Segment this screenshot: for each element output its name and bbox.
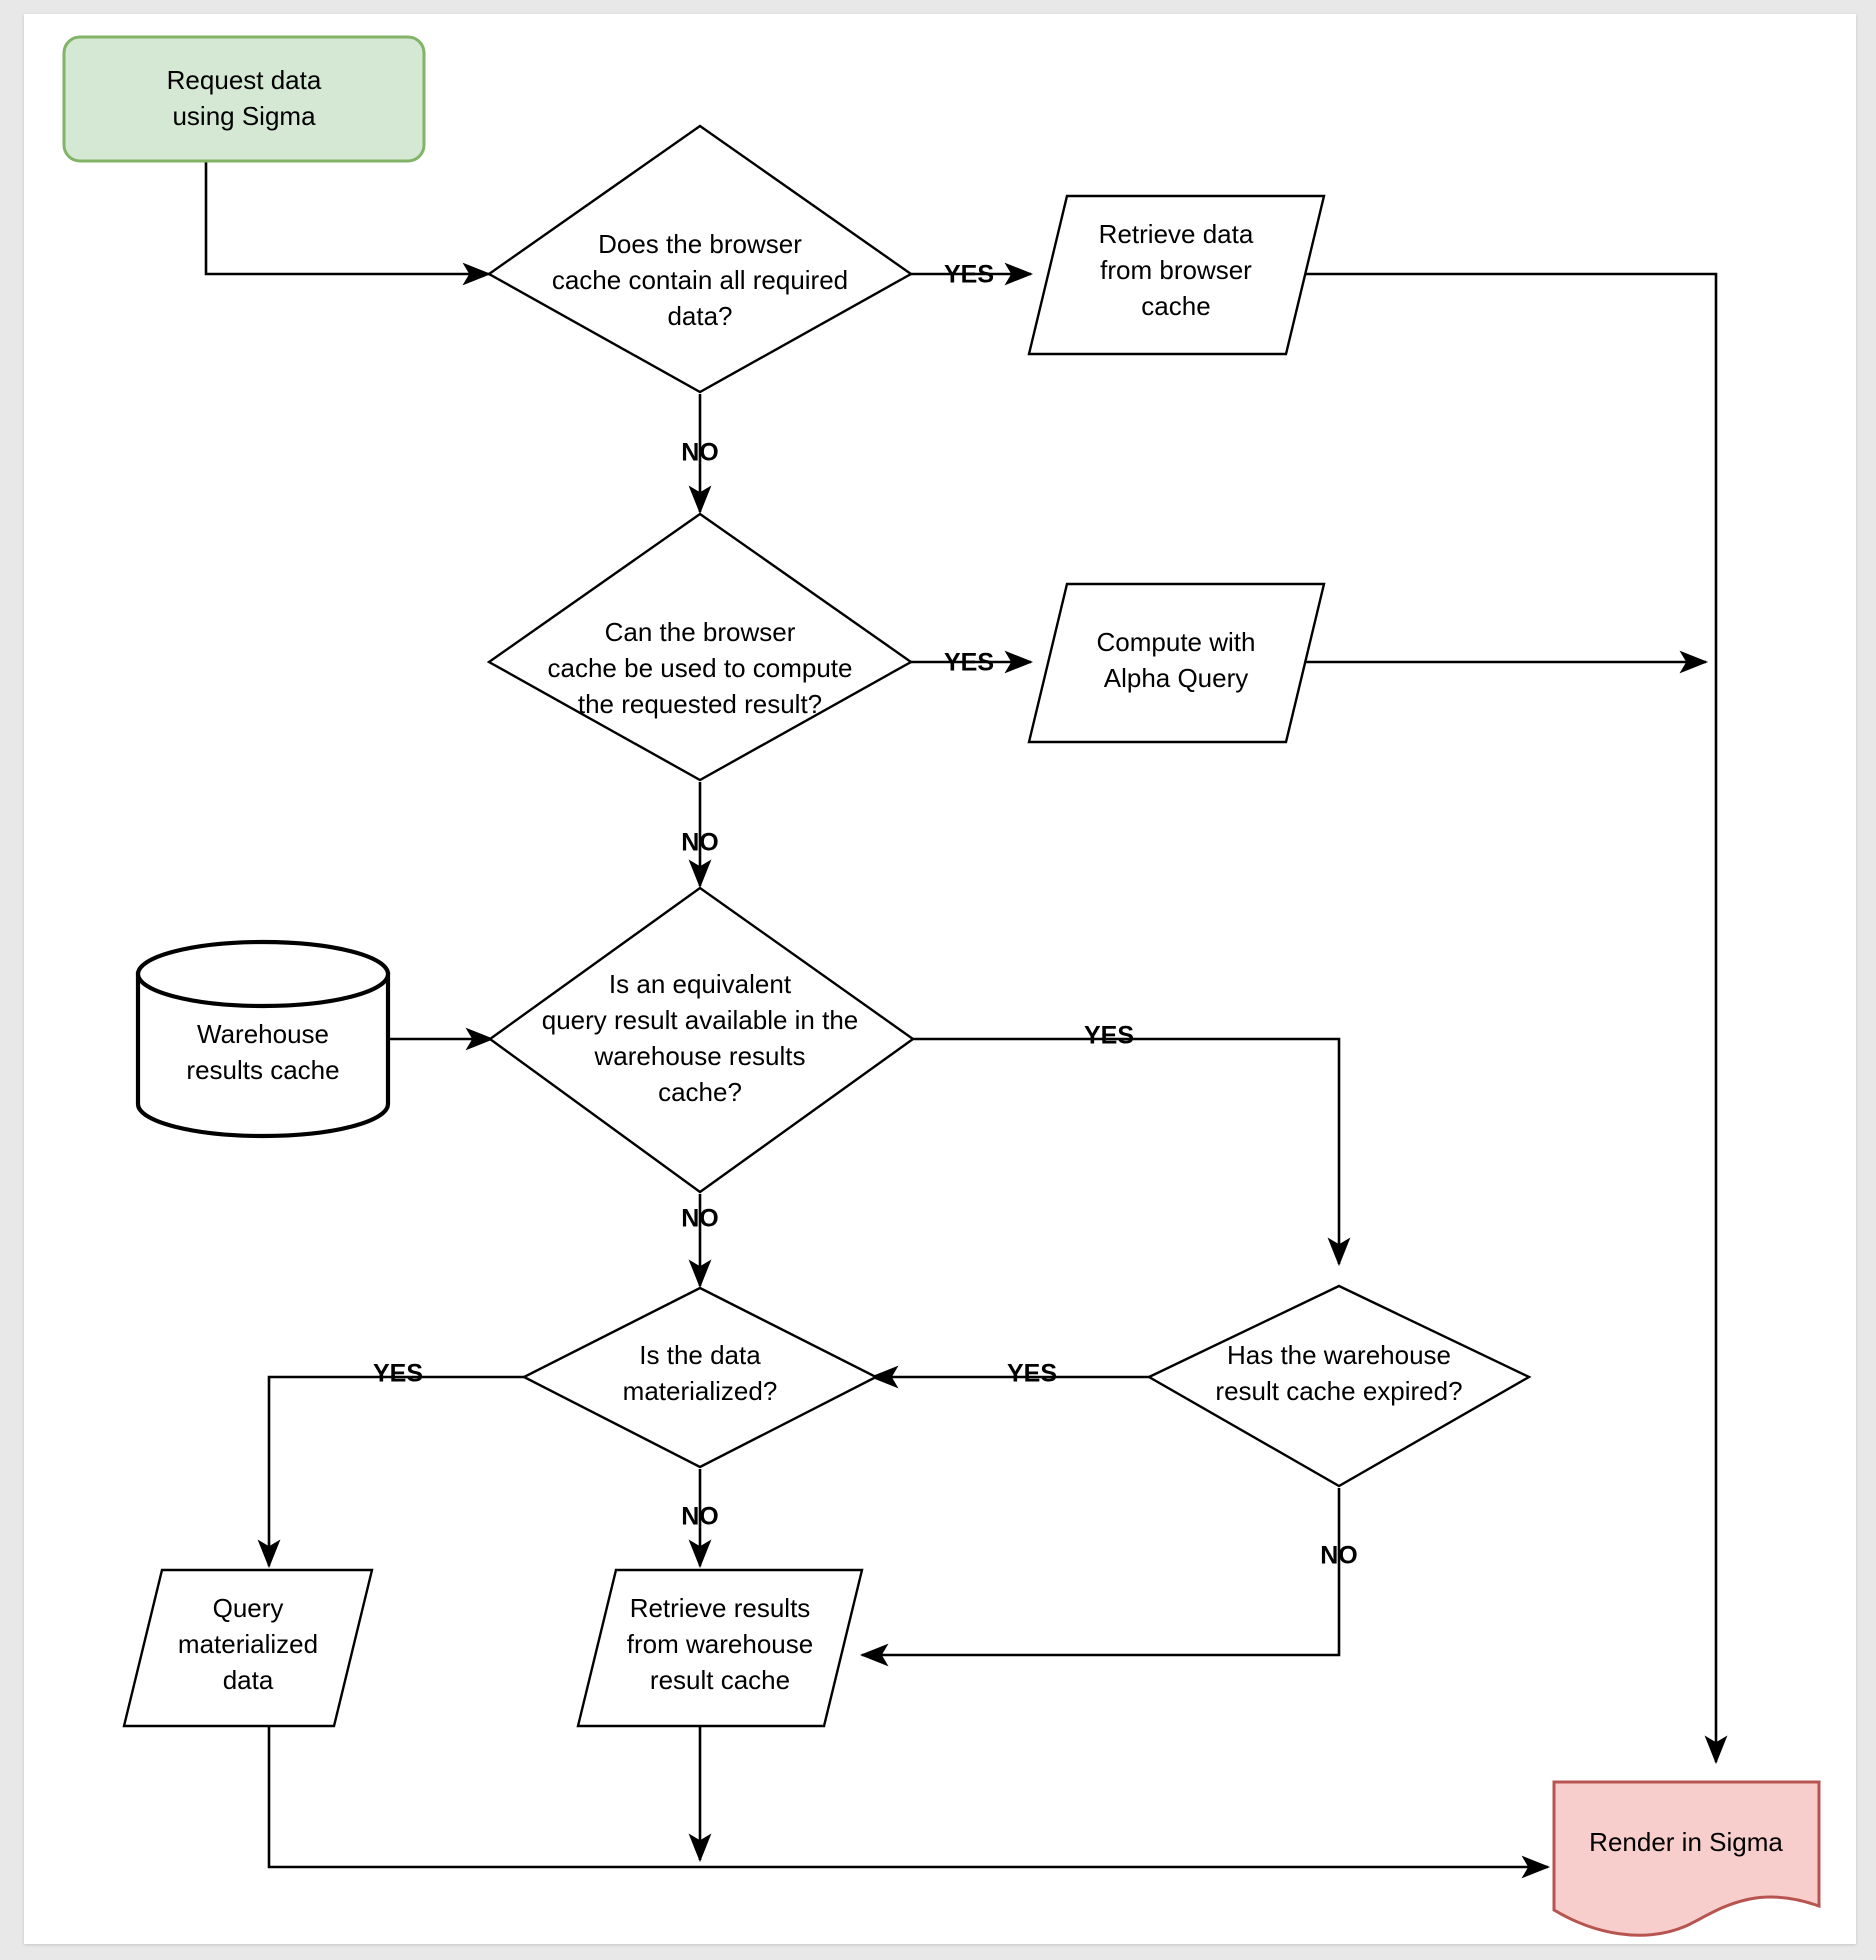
- node-start[interactable]: Request data using Sigma: [62, 35, 426, 163]
- node-p4-line-1: from warehouse: [627, 1629, 813, 1659]
- node-p3-line-2: data: [223, 1665, 274, 1695]
- edge-d1-no-to-d2: NO: [681, 394, 719, 515]
- edge-label-d5-no: NO: [1320, 1542, 1358, 1570]
- node-retrieve-from-browser-cache[interactable]: Retrieve data from browser cache: [1027, 194, 1326, 356]
- edge-d2-no-to-d3: NO: [681, 782, 719, 889]
- node-decision-browser-cache-contains[interactable]: Does the browser cache contain all requi…: [486, 124, 914, 394]
- node-render-in-sigma[interactable]: Render in Sigma: [1552, 1780, 1821, 1937]
- node-retrieve-from-warehouse-result-cache[interactable]: Retrieve results from warehouse result c…: [576, 1568, 864, 1728]
- edge-d1-yes-to-p1: YES: [907, 261, 1034, 289]
- node-p1-line-1: from browser: [1100, 255, 1252, 285]
- edge-label-d3-no: NO: [681, 1205, 719, 1233]
- edge-d5-yes-to-d4: YES: [869, 1360, 1178, 1389]
- node-decision-equivalent-query-result[interactable]: Is an equivalent query result available …: [487, 886, 916, 1194]
- edge-label-d4-no: NO: [681, 1503, 719, 1531]
- node-d1-line-1: cache contain all required: [552, 265, 848, 295]
- node-d1-line-2: data?: [667, 301, 732, 331]
- node-warehouse-results-cache-db[interactable]: Warehouse results cache: [135, 939, 391, 1139]
- node-compute-with-alpha-query[interactable]: Compute with Alpha Query: [1027, 582, 1326, 744]
- node-decision-cache-can-compute[interactable]: Can the browser cache be used to compute…: [486, 512, 914, 782]
- node-end-line-0: Render in Sigma: [1589, 1827, 1783, 1857]
- node-d3-line-3: cache?: [658, 1077, 742, 1107]
- node-p3-line-0: Query: [213, 1593, 284, 1623]
- node-p4-line-0: Retrieve results: [630, 1593, 811, 1623]
- node-d4-line-1: materialized?: [623, 1376, 778, 1406]
- node-p3-line-1: materialized: [178, 1629, 318, 1659]
- edge-p1-to-end: [1284, 272, 1728, 1765]
- node-start-line-0: Request data: [167, 65, 322, 95]
- node-d1-line-0: Does the browser: [598, 229, 802, 259]
- edge-label-d2-yes: YES: [944, 649, 994, 677]
- node-p1-line-0: Retrieve data: [1099, 219, 1254, 249]
- edge-d3-yes-to-d5: YES: [909, 1022, 1351, 1267]
- node-p2-line-1: Alpha Query: [1104, 663, 1249, 693]
- node-d2-line-0: Can the browser: [605, 617, 796, 647]
- edge-start-to-d1: [204, 160, 492, 286]
- node-d3-line-2: warehouse results: [594, 1041, 806, 1071]
- edge-label-d5-yes: YES: [1007, 1360, 1057, 1388]
- edge-d4-no-to-p4: NO: [681, 1469, 719, 1569]
- node-d3-line-0: Is an equivalent: [609, 969, 792, 999]
- node-start-line-1: using Sigma: [172, 101, 316, 131]
- edge-d4-yes-to-p3: YES: [257, 1360, 528, 1569]
- node-p1-line-2: cache: [1141, 291, 1210, 321]
- node-query-materialized-data[interactable]: Query materialized data: [122, 1568, 374, 1728]
- node-d2-line-2: the requested result?: [578, 689, 822, 719]
- node-p4-line-2: result cache: [650, 1665, 790, 1695]
- edge-label-d4-yes: YES: [373, 1360, 423, 1388]
- edge-label-d2-no: NO: [681, 829, 719, 857]
- edge-label-d1-no: NO: [681, 439, 719, 467]
- diagram-canvas: YES NO YES NO: [24, 14, 1856, 1944]
- node-d4-line-0: Is the data: [639, 1340, 761, 1370]
- node-d2-line-1: cache be used to compute: [548, 653, 853, 683]
- node-db-line-1: results cache: [186, 1055, 339, 1085]
- node-d5-line-0: Has the warehouse: [1227, 1340, 1451, 1370]
- node-d3-line-1: query result available in the: [542, 1005, 859, 1035]
- edge-label-d1-yes: YES: [944, 261, 994, 289]
- node-p2-line-0: Compute with: [1097, 627, 1256, 657]
- node-d5-line-1: result cache expired?: [1215, 1376, 1462, 1406]
- edge-d2-yes-to-p2: YES: [907, 649, 1034, 677]
- node-decision-warehouse-cache-expired[interactable]: Has the warehouse result cache expired?: [1146, 1284, 1532, 1488]
- edge-d3-no-to-d4: NO: [681, 1194, 719, 1289]
- edge-label-d3-yes: YES: [1084, 1022, 1134, 1050]
- edge-p3-to-end: [267, 1726, 1551, 1879]
- node-db-line-0: Warehouse: [197, 1019, 329, 1049]
- node-decision-data-materialized[interactable]: Is the data materialized?: [521, 1286, 879, 1469]
- edge-d5-no-to-p4: NO: [859, 1488, 1358, 1667]
